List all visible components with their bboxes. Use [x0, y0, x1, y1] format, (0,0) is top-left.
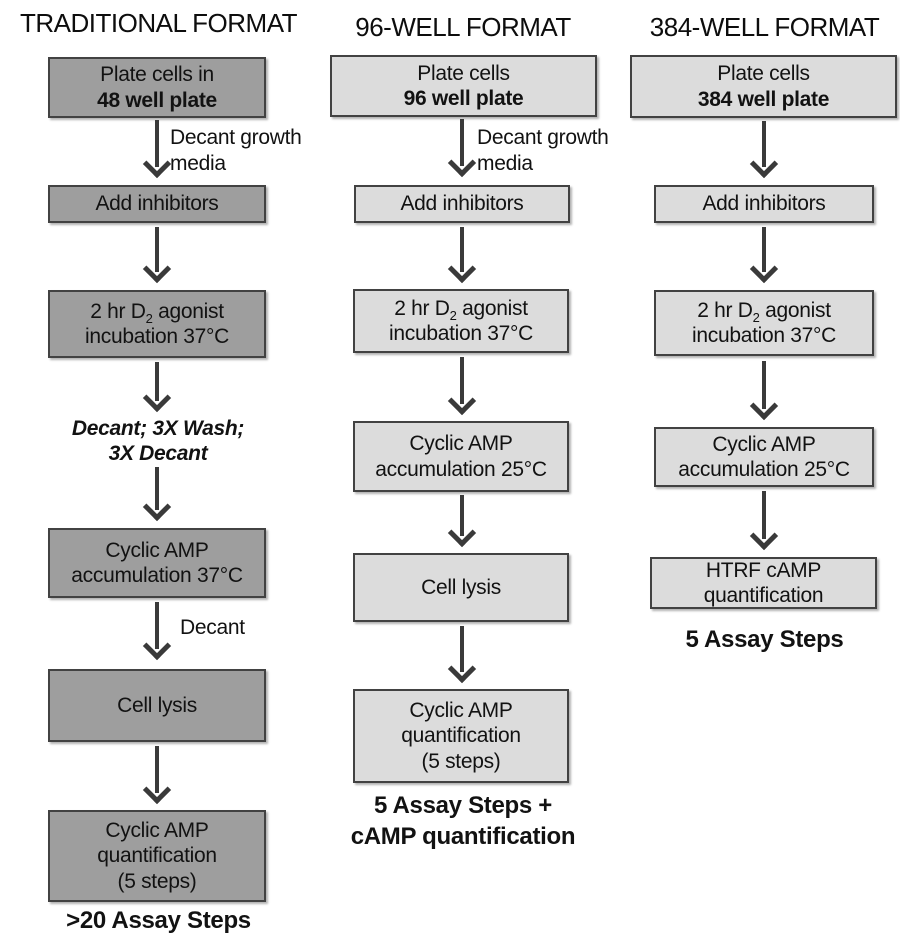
arrow-label-decant: Decant [180, 615, 245, 641]
arrow-down-icon [447, 119, 477, 179]
note-decant-wash: Decant; 3X Wash; 3X Decant [8, 417, 308, 467]
step-text: 48 well plate [97, 88, 217, 112]
arrow-down-icon [142, 467, 172, 523]
step-text: Plate cells [717, 62, 810, 86]
step-text: Cell lysis [421, 575, 501, 599]
step-text: 384 well plate [697, 87, 830, 111]
step-text: 96 well plate [403, 87, 524, 110]
step-text: accumulation 25°C [678, 458, 850, 481]
step-text: 2 hr D2 agonist [90, 299, 224, 326]
column-title-384-well: 384-WELL FORMAT [649, 12, 880, 42]
arrow-label-line: Decant growth [170, 126, 302, 149]
arrow-down-icon [142, 362, 172, 414]
step-box-plate-cells-48: Plate cells in 48 well plate [48, 57, 266, 118]
arrow-label-line: media [170, 152, 226, 176]
step-box-htrf-camp-quantification: HTRF cAMP quantification [650, 557, 877, 609]
arrow-down-icon [142, 120, 172, 180]
step-box-plate-cells-384: Plate cells 384 well plate [630, 55, 897, 118]
arrow-down-icon [749, 227, 779, 285]
subscript-2: 2 [752, 310, 760, 325]
arrow-down-icon [749, 491, 779, 552]
step-text: Plate cells in [100, 63, 214, 87]
step-text: quantification [703, 584, 824, 607]
step-text: Cyclic AMP [712, 432, 816, 456]
step-text: incubation 37°C [692, 324, 836, 347]
step-text: Add inhibitors [400, 192, 524, 216]
step-box-agonist-incubation: 2 hr D2 agonist incubation 37°C [48, 290, 266, 358]
step-box-camp-accumulation-25: Cyclic AMP accumulation 25°C [654, 427, 874, 487]
step-text: Plate cells [417, 61, 510, 85]
step-box-camp-accumulation-37: Cyclic AMP accumulation 37°C [48, 528, 266, 598]
step-box-add-inhibitors: Add inhibitors [354, 185, 570, 223]
step-text: 2 hr D2 agonist [394, 296, 528, 323]
assay-steps-summary-traditional: >20 Assay Steps [66, 907, 251, 934]
assay-steps-summary-96-well: 5 Assay Steps + cAMP quantification [322, 790, 604, 852]
step-box-agonist-incubation: 2 hr D2 agonist incubation 37°C [353, 289, 569, 353]
step-text: Add inhibitors [702, 192, 826, 216]
arrow-down-icon [142, 227, 172, 285]
step-text: HTRF cAMP [705, 558, 822, 582]
assay-steps-summary-384-well: 5 Assay Steps [685, 626, 844, 653]
arrow-down-icon [447, 357, 477, 417]
step-box-add-inhibitors: Add inhibitors [654, 185, 874, 223]
step-box-add-inhibitors: Add inhibitors [48, 185, 266, 223]
summary-line: 5 Assay Steps + [373, 792, 553, 819]
step-text: 2 hr D2 agonist [697, 298, 831, 325]
arrow-down-icon [447, 495, 477, 549]
step-text: accumulation 37°C [71, 564, 243, 587]
step-text: incubation 37°C [85, 325, 229, 348]
step-box-agonist-incubation: 2 hr D2 agonist incubation 37°C [654, 290, 874, 356]
column-title-traditional: TRADITIONAL FORMAT [20, 8, 298, 38]
arrow-label-line: Decant [180, 616, 245, 639]
step-box-cell-lysis: Cell lysis [48, 669, 266, 742]
step-text: Cyclic AMP [105, 538, 209, 562]
step-text: incubation 37°C [389, 322, 533, 345]
arrow-down-icon [447, 626, 477, 685]
step-text: Cyclic AMP [409, 699, 513, 723]
step-box-cell-lysis: Cell lysis [353, 553, 569, 622]
step-text: Add inhibitors [95, 192, 219, 216]
step-box-camp-quantification: Cyclic AMP quantification (5 steps) [48, 810, 266, 902]
summary-line: cAMP quantification [350, 823, 576, 851]
arrow-down-icon [142, 746, 172, 806]
step-text: Cyclic AMP [409, 432, 513, 456]
arrow-down-icon [749, 121, 779, 180]
arrow-label-decant-growth-media: Decant growth media [477, 125, 609, 178]
step-text: (5 steps) [421, 749, 501, 773]
arrow-label-line: media [477, 152, 533, 176]
step-text: quantification [401, 724, 521, 748]
arrow-label-decant-growth-media: Decant growth media [170, 125, 302, 178]
step-text: (5 steps) [117, 869, 197, 893]
arrow-label-line: Decant growth [477, 126, 609, 149]
step-box-plate-cells-96: Plate cells 96 well plate [330, 55, 597, 117]
step-text: Cell lysis [117, 693, 197, 717]
subscript-2: 2 [145, 311, 153, 326]
note-line: 3X Decant [108, 441, 208, 465]
arrow-down-icon [749, 361, 779, 422]
step-text: Cyclic AMP [105, 819, 209, 843]
column-title-96-well: 96-WELL FORMAT [355, 12, 571, 42]
note-line: Decant; 3X Wash; [71, 417, 245, 440]
arrow-down-icon [142, 602, 172, 662]
step-text: quantification [97, 844, 217, 868]
step-box-camp-quantification: Cyclic AMP quantification (5 steps) [353, 689, 569, 783]
arrow-down-icon [447, 227, 477, 285]
subscript-2: 2 [449, 308, 457, 323]
step-text: accumulation 25°C [375, 457, 547, 481]
step-box-camp-accumulation-25: Cyclic AMP accumulation 25°C [353, 421, 569, 492]
